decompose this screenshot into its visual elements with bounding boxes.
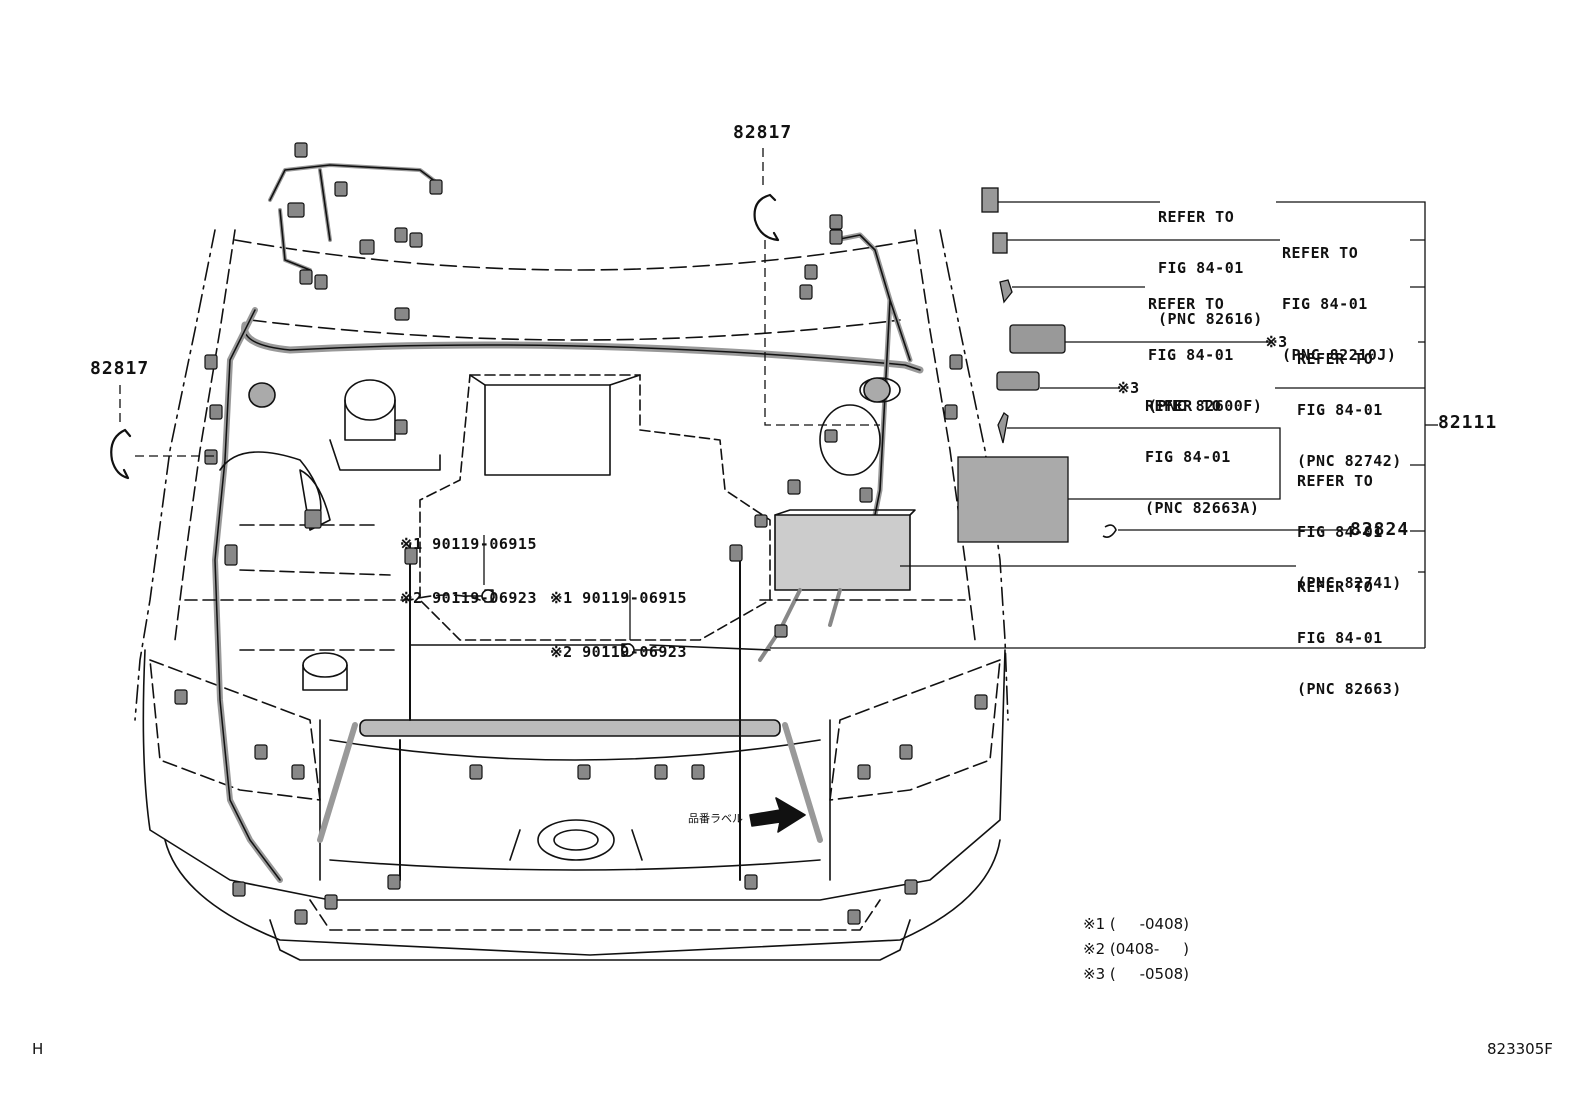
air-box [484, 384, 611, 476]
clip-top [753, 193, 780, 242]
corner-code-left: H [32, 1040, 44, 1058]
refer-line: REFER TO [1148, 295, 1225, 313]
bolt-part-1: ※1 90119-06915 [550, 589, 687, 607]
body-outline-left [134, 229, 216, 721]
clip-left [110, 428, 132, 480]
bolt-callout-left: ※1 90119-06915 ※2 90119-06923 [400, 502, 537, 641]
callout-82111: 82111 [1438, 412, 1498, 433]
fender-left [174, 229, 236, 641]
note-range: ( -0408) [1109, 915, 1190, 933]
headlight-right [829, 659, 1001, 801]
bolt-callout-right: ※1 90119-06915 ※2 90119-06923 [550, 556, 687, 695]
refer-line: REFER TO [1297, 578, 1374, 596]
refer-fig: FIG 84-01 [1282, 295, 1368, 313]
callout-82817-top: 82817 [733, 122, 793, 143]
refer-line: REFER TO [1282, 244, 1359, 262]
headlight-left [149, 659, 321, 801]
emblem [537, 819, 615, 861]
refer-pnc: (PNC 82741) [1297, 574, 1402, 592]
refer-pnc: (PNC 82742) [1297, 452, 1402, 470]
refer-block-82663a: REFER TO FIG 84-01 (PNC 82663A) [1145, 364, 1259, 551]
note-mark: ※1 [1083, 915, 1106, 933]
refer-fig: FIG 84-01 [1297, 629, 1383, 647]
note-mark: ※2 [1083, 940, 1106, 958]
refer-block-82742: REFER TO FIG 84-01 (PNC 82742) [1297, 317, 1402, 504]
refer-pnc: (PNC 82210J) [1282, 346, 1397, 364]
refer-pnc: (PNC 82600F) [1148, 397, 1263, 415]
bumper [164, 839, 1001, 956]
front-crossbar [359, 719, 781, 737]
refer-block-82600f: REFER TO FIG 84-01 (PNC 82600F) [1148, 262, 1262, 449]
refer-pnc: (PNC 82663) [1297, 680, 1402, 698]
reservoir [344, 379, 396, 421]
refer-pnc: (PNC 82663A) [1145, 499, 1260, 517]
bolt-part-1: ※1 90119-06915 [400, 535, 537, 553]
refer-mark-82742: ※3 [1265, 333, 1288, 351]
refer-line: REFER TO [1297, 472, 1374, 490]
parts-column [957, 187, 1117, 543]
battery [774, 514, 911, 591]
part-number-label-text: 品番ラベル [688, 812, 743, 825]
refer-line: REFER TO [1297, 350, 1374, 368]
refer-block-82663: REFER TO FIG 84-01 (PNC 82663) [1297, 545, 1402, 732]
refer-block-82210j: REFER TO FIG 84-01 (PNC 82210J) [1282, 211, 1396, 398]
refer-fig: FIG 84-01 [1148, 346, 1234, 364]
firewall [234, 239, 916, 271]
grommet-left [248, 382, 276, 408]
note-1: ※1 ( -0408) [1083, 915, 1189, 933]
refer-line: REFER TO [1158, 208, 1235, 226]
refer-mark-82663a: ※3 [1117, 379, 1140, 397]
refer-block-82741: REFER TO FIG 84-01 (PNC 82741) [1297, 439, 1402, 626]
refer-fig: FIG 84-01 [1158, 259, 1244, 277]
label-arrow [749, 797, 806, 833]
note-3: ※3 ( -0508) [1083, 965, 1189, 983]
refer-block-82616: REFER TO FIG 84-01 (PNC 82616) [1158, 175, 1263, 362]
note-range: (0408- ) [1109, 940, 1190, 958]
refer-fig: FIG 84-01 [1297, 523, 1383, 541]
refer-line: REFER TO [1145, 397, 1222, 415]
callout-82817-left: 82817 [90, 358, 150, 379]
bolt-part-2: ※2 90119-06923 [550, 643, 687, 661]
note-mark: ※3 [1083, 965, 1106, 983]
fender-right [914, 229, 976, 641]
refer-fig: FIG 84-01 [1145, 448, 1231, 466]
refer-fig: FIG 84-01 [1297, 401, 1383, 419]
radiator-support [142, 649, 1006, 901]
note-range: ( -0508) [1109, 965, 1190, 983]
grommet-right [863, 377, 891, 403]
callout-82824: 82824 [1350, 519, 1410, 540]
note-2: ※2 (0408- ) [1083, 940, 1189, 958]
relay-block [957, 456, 1069, 543]
figure-id: 823305F [1487, 1040, 1553, 1058]
refer-pnc: (PNC 82616) [1158, 310, 1263, 328]
bolt-part-2: ※2 90119-06923 [400, 589, 537, 607]
